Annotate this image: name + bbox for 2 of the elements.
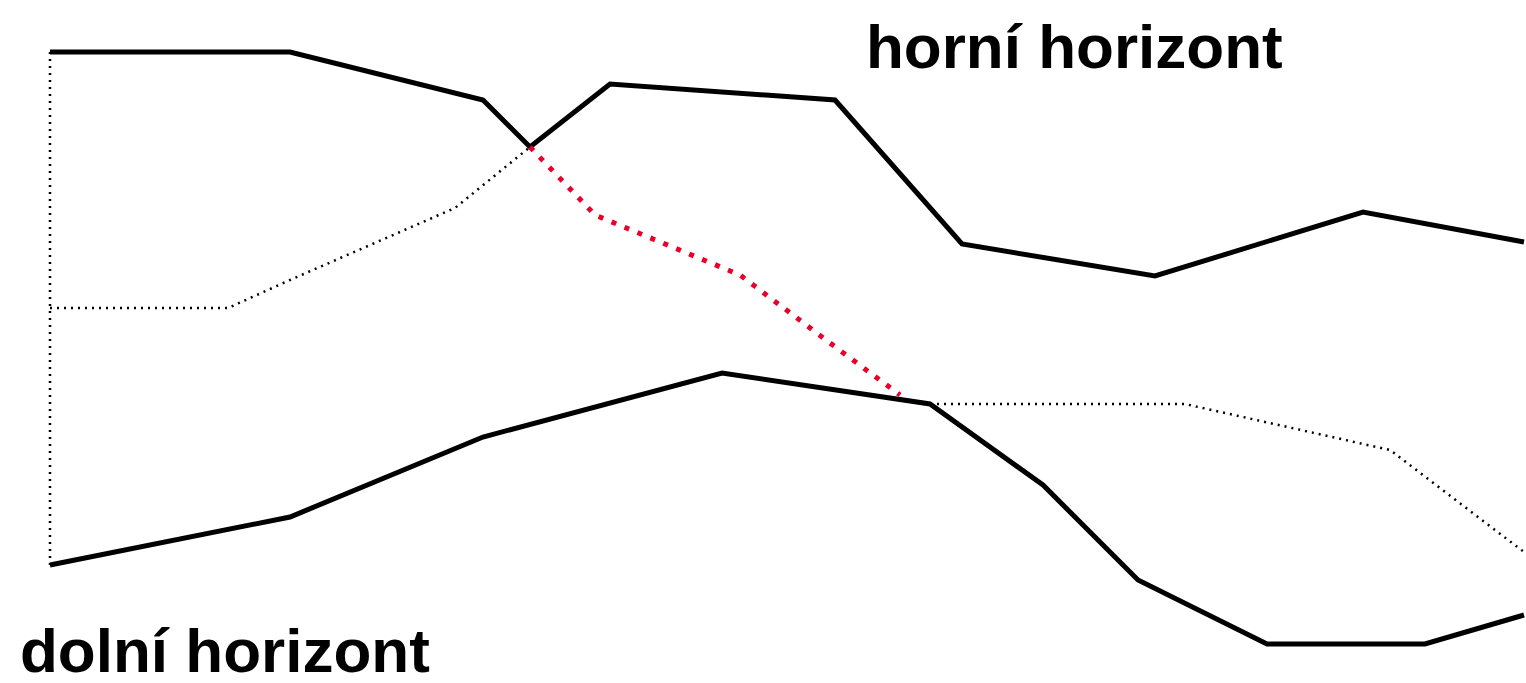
horizon-label: horní horizont [866, 16, 1283, 78]
horizon-label: dolní horizont [20, 620, 430, 682]
